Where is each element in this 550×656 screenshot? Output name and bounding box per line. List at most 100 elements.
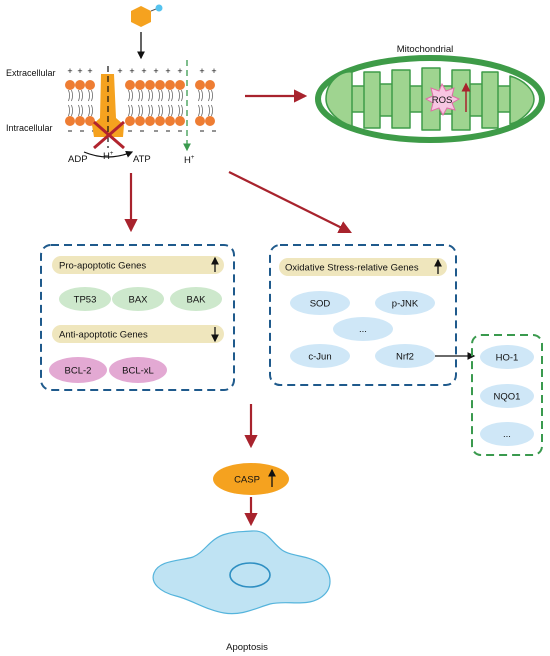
lipid-tail [201, 89, 203, 102]
target-nqo1: NQO1 [494, 392, 521, 403]
lipid-head [155, 80, 165, 90]
lipid-head [165, 80, 175, 90]
lipid-head [175, 80, 185, 90]
oxidative-genes-box [269, 244, 457, 386]
lipid-tail [138, 89, 140, 102]
gene-cjun: c-Jun [308, 352, 331, 363]
lipid-head [195, 116, 205, 126]
lipid-tail [81, 89, 83, 102]
lipid-tail [198, 104, 200, 117]
ligand-molecule [131, 4, 163, 27]
lipid-head [75, 80, 85, 90]
pro-apoptotic-header-bar [52, 256, 224, 274]
mitochondrion [315, 55, 545, 143]
lipid-tail [178, 89, 180, 102]
lipid-tail [88, 89, 90, 102]
anti-apoptotic-header-bar [52, 325, 224, 343]
target-ho1: HO-1 [496, 353, 519, 364]
charge-plus: + [67, 66, 72, 76]
casp-label: CASP [234, 475, 260, 486]
lipid-tail [198, 89, 200, 102]
lipid-tail [141, 89, 143, 102]
gene-pjnk: p-JNK [392, 299, 419, 310]
lipid-tail [71, 89, 73, 102]
lipid-tail [128, 89, 130, 102]
target-ellipsis: ... [503, 429, 511, 440]
nrf2-targets-box [471, 334, 543, 456]
lipid-head [145, 80, 155, 90]
lipid-head [135, 116, 145, 126]
lipid-head [195, 80, 205, 90]
lipid-head [125, 80, 135, 90]
oxidative-header: Oxidative Stress-relative Genes [285, 263, 419, 274]
gene-bax: BAX [128, 295, 148, 306]
charge-plus: + [87, 66, 92, 76]
lipid-tail [141, 104, 143, 117]
gene-pill-bak [170, 287, 222, 311]
charge-plus: + [211, 66, 216, 76]
lipid-tail [71, 104, 73, 117]
lipid-tail [201, 104, 203, 117]
lipid-tail [81, 104, 83, 117]
gene-pill-tp53 [59, 287, 111, 311]
channel-protein [92, 74, 124, 137]
lipid-tail [208, 104, 210, 117]
gene-tp53: TP53 [74, 295, 97, 306]
lipid-tail [91, 89, 93, 102]
gene-sod: SOD [310, 299, 331, 310]
lipid-tail [151, 104, 153, 117]
lipid-tail [158, 89, 160, 102]
inhibition-cross-2 [93, 120, 125, 150]
charge-plus: + [153, 66, 158, 76]
gene-ellipsis: ... [359, 324, 367, 335]
lipid-head [85, 80, 95, 90]
lipid-tail [151, 89, 153, 102]
lipid-tail [211, 104, 213, 117]
lipid-tail [131, 89, 133, 102]
anti-apoptotic-header: Anti-apoptotic Genes [59, 330, 148, 341]
charge-plus: + [117, 66, 122, 76]
charge-plus: + [129, 66, 134, 76]
ros-label: ROS [432, 95, 453, 106]
lipid-head [155, 116, 165, 126]
lipid-tail [161, 89, 163, 102]
lipid-tail [181, 89, 183, 102]
lipid-tail [88, 104, 90, 117]
lipid-head [75, 116, 85, 126]
adp-atp-arrow [83, 150, 134, 158]
gene-pill-bclxl [109, 357, 167, 383]
lipid-tail [161, 104, 163, 117]
lipid-head [85, 116, 95, 126]
lipid-tail [171, 104, 173, 117]
atp-label: ATP [133, 154, 151, 165]
lipid-tail [208, 89, 210, 102]
lipid-head [145, 116, 155, 126]
cell-membrane: +++++++++++ [65, 60, 217, 158]
gene-bclxl: BCL-xL [122, 366, 154, 377]
lipid-tail [171, 89, 173, 102]
gene-pill-nrf2 [375, 344, 435, 368]
adp-label: ADP [68, 154, 88, 165]
ros-burst [424, 82, 461, 117]
lipid-tail [168, 89, 170, 102]
lipid-tail [138, 104, 140, 117]
lipid-tail [128, 104, 130, 117]
target-pill-ho1 [480, 345, 534, 369]
lipid-head [65, 116, 75, 126]
lipid-tail [91, 104, 93, 117]
extracellular-label: Extracellular [6, 68, 56, 78]
lipid-tail [78, 89, 80, 102]
oxidative-header-bar [279, 258, 447, 276]
lipid-tail [131, 104, 133, 117]
lipid-tail [168, 104, 170, 117]
lipid-tail [181, 104, 183, 117]
gene-nrf2: Nrf2 [396, 352, 414, 363]
lipid-tail [178, 104, 180, 117]
charge-plus: + [141, 66, 146, 76]
gene-pill-pjnk [375, 291, 435, 315]
lipid-tail [68, 89, 70, 102]
gene-pill-bax [112, 287, 164, 311]
target-pill-nqo1 [480, 384, 534, 408]
pro-apoptotic-header: Pro-apoptotic Genes [59, 261, 146, 272]
